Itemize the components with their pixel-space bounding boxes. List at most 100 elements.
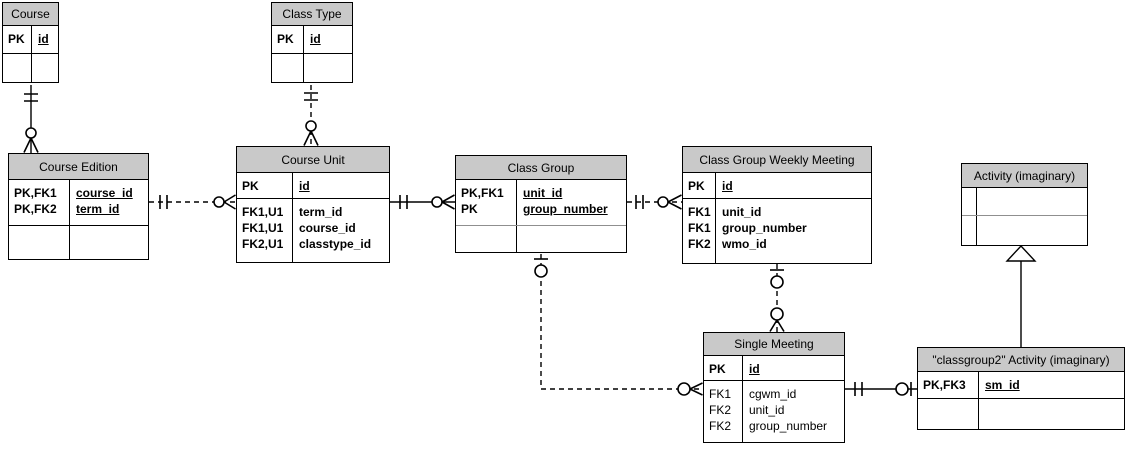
entity-class-group: Class Group PK,FK1 PK unit_id group_numb… xyxy=(455,155,627,253)
pk-attribute: id xyxy=(722,179,733,193)
empty-cell xyxy=(70,226,148,259)
rel-course-to-course-edition xyxy=(23,85,39,153)
entity-class-group-keys: PK,FK1 PK unit_id group_number xyxy=(456,179,626,225)
key-value-column: unit_id group_number xyxy=(517,180,626,225)
entity-class-type: Class Type PK id xyxy=(271,2,353,83)
zero-circle-icon xyxy=(431,196,443,208)
empty-cell xyxy=(517,226,626,252)
attribute-column: cgwm_id unit_id group_number xyxy=(743,381,844,442)
key-label: FK2,U1 xyxy=(242,237,284,251)
key-value-column: id xyxy=(743,356,844,380)
pk-attribute: id xyxy=(299,179,310,193)
entity-class-group-weekly-meeting: Class Group Weekly Meeting PK id FK1 FK1… xyxy=(682,146,872,264)
empty-cell xyxy=(977,188,1087,215)
key-label: PK xyxy=(277,32,294,46)
entity-cgwm-keys: PK id xyxy=(683,172,871,198)
key-value-column: id xyxy=(32,26,58,53)
empty-cell xyxy=(9,226,70,259)
entity-classgroup2-activity: "classgroup2" Activity (imaginary) PK,FK… xyxy=(917,347,1125,430)
entity-course-edition: Course Edition PK,FK1 PK,FK2 course_id t… xyxy=(8,153,149,260)
entity-course: Course PK id xyxy=(2,2,59,83)
zero-circle-icon xyxy=(213,196,225,208)
entity-course-title: Course xyxy=(3,3,58,25)
key-value-column: id xyxy=(304,26,352,53)
key-label: PK,FK2 xyxy=(14,202,57,216)
zero-circle-icon xyxy=(305,120,317,132)
key-label: PK xyxy=(709,362,726,376)
empty-cell xyxy=(3,54,32,82)
key-label-column: FK1 FK2 FK2 xyxy=(704,381,743,442)
attribute: cgwm_id xyxy=(749,387,797,401)
crow-foot-many-icon xyxy=(769,319,785,332)
entity-class-type-empty-row xyxy=(272,53,352,82)
attribute-column: unit_id group_number wmo_id xyxy=(716,199,871,263)
empty-cell xyxy=(979,399,1124,429)
entity-class-group-empty-row xyxy=(456,225,626,252)
attribute: unit_id xyxy=(749,403,785,417)
key-label: PK xyxy=(688,179,705,193)
key-label-column: PK xyxy=(704,356,743,380)
key-value-column: course_id term_id xyxy=(70,180,148,225)
key-label: FK1,U1 xyxy=(242,221,284,235)
entity-course-unit-attributes: FK1,U1 FK1,U1 FK2,U1 term_id course_id c… xyxy=(237,198,389,262)
key-label: FK2 xyxy=(709,419,732,433)
key-label: FK1 xyxy=(688,221,711,235)
exactly-one-ticks-icon xyxy=(635,195,644,209)
key-value-column: id xyxy=(293,173,389,198)
attribute: classtype_id xyxy=(299,237,372,251)
entity-course-edition-empty-row xyxy=(9,225,148,259)
empty-cell xyxy=(304,54,352,82)
entity-activity-empty-row xyxy=(962,187,1087,215)
pk-attribute: id xyxy=(749,362,760,376)
key-value-column: id xyxy=(716,173,871,198)
entity-activity-empty-row xyxy=(962,215,1087,245)
zero-circle-icon xyxy=(25,127,37,139)
entity-activity-imaginary: Activity (imaginary) xyxy=(961,163,1088,246)
entity-course-unit: Course Unit PK id FK1,U1 FK1,U1 FK2,U1 t… xyxy=(236,146,390,263)
rel-course-edition-to-course-unit xyxy=(149,194,236,210)
pk-attribute: term_id xyxy=(76,202,120,216)
key-label: PK,FK3 xyxy=(923,378,966,392)
crow-foot-many-icon xyxy=(441,194,455,210)
key-label: FK1 xyxy=(688,205,711,219)
rel-classgroup2-inherits-activity xyxy=(1005,244,1037,347)
entity-classgroup2-empty-row xyxy=(918,398,1124,429)
entity-class-type-title: Class Type xyxy=(272,3,352,25)
pk-attribute: group_number xyxy=(523,202,608,216)
zero-circle-icon xyxy=(770,307,784,321)
key-label-column: FK1,U1 FK1,U1 FK2,U1 xyxy=(237,199,293,262)
entity-classgroup2-title: "classgroup2" Activity (imaginary) xyxy=(918,348,1124,371)
key-label: FK1,U1 xyxy=(242,205,284,219)
entity-course-unit-title: Course Unit xyxy=(237,147,389,172)
key-label-column: PK,FK1 PK xyxy=(456,180,517,225)
pk-attribute: id xyxy=(310,32,321,46)
pk-attribute: unit_id xyxy=(523,186,563,200)
key-label-column: PK xyxy=(683,173,716,198)
crow-foot-many-icon xyxy=(223,194,236,210)
exactly-one-ticks-icon xyxy=(399,195,408,209)
key-value-column: sm_id xyxy=(979,372,1124,398)
zero-circle-icon xyxy=(895,382,909,396)
empty-cell xyxy=(962,188,977,215)
empty-cell xyxy=(272,54,304,82)
entity-class-group-title: Class Group xyxy=(456,156,626,179)
entity-course-unit-keys: PK id xyxy=(237,172,389,198)
key-label: FK2 xyxy=(709,403,732,417)
entity-cgwm-title: Class Group Weekly Meeting xyxy=(683,147,871,172)
entity-course-edition-keys: PK,FK1 PK,FK2 course_id term_id xyxy=(9,179,148,225)
attribute: group_number xyxy=(722,221,807,235)
rel-class-group-to-cgwm xyxy=(627,194,682,210)
empty-cell xyxy=(32,54,58,82)
key-label: PK xyxy=(461,202,478,216)
inheritance-triangle-icon xyxy=(1005,244,1037,262)
attribute: group_number xyxy=(749,419,828,433)
rel-single-meeting-to-classgroup2 xyxy=(845,382,917,396)
rel-course-unit-to-class-group xyxy=(390,194,455,210)
exactly-one-ticks-icon xyxy=(24,93,38,102)
empty-cell xyxy=(456,226,517,252)
entity-classgroup2-keys: PK,FK3 sm_id xyxy=(918,371,1124,398)
key-label-column: PK xyxy=(237,173,293,198)
key-label-column: PK,FK1 PK,FK2 xyxy=(9,180,70,225)
key-label: PK xyxy=(8,32,25,46)
pk-attribute: id xyxy=(38,32,49,46)
